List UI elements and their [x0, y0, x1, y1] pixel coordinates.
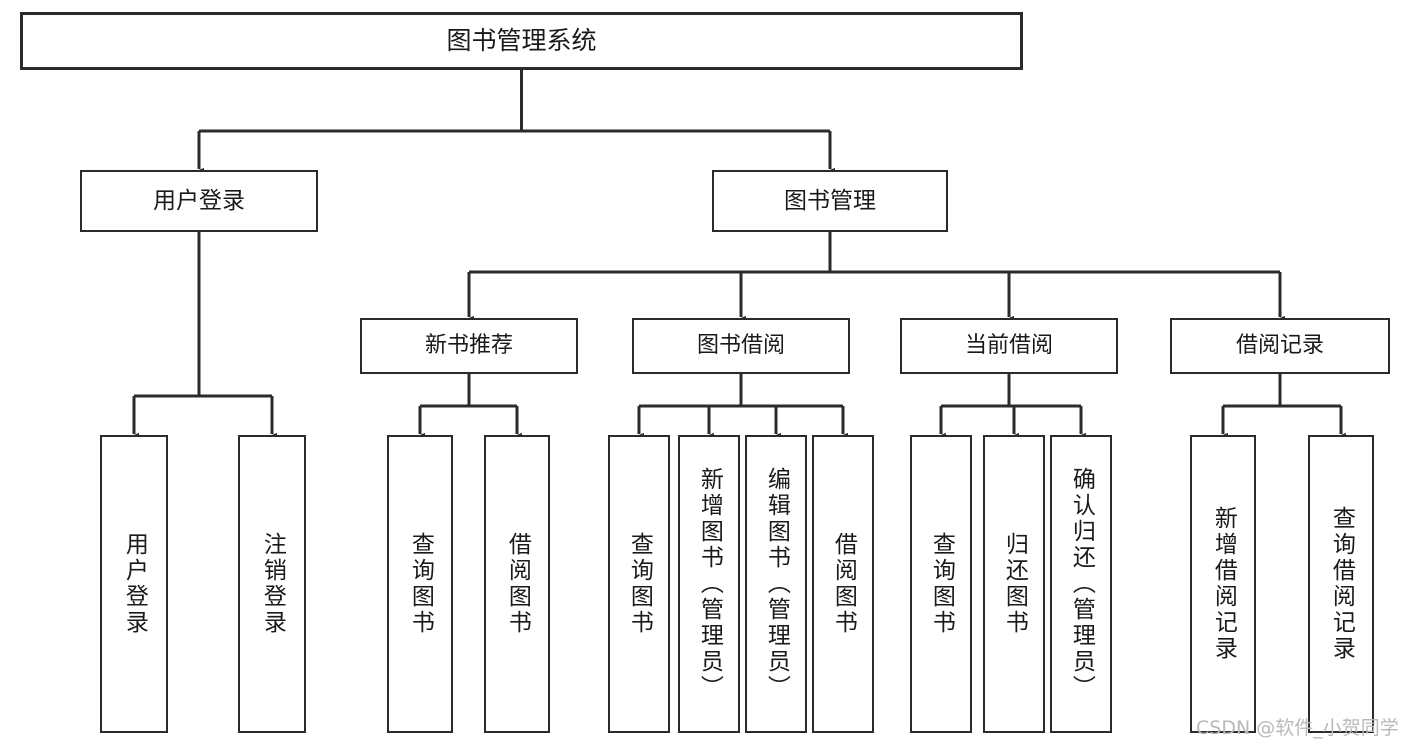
edge-layer [128, 70, 1347, 442]
node-leaf-add-record[interactable]: 新增借阅记录 [1190, 435, 1256, 733]
node-current-borrow[interactable]: 当前借阅 [900, 318, 1118, 374]
node-leaf-user-login[interactable]: 用户登录 [100, 435, 168, 733]
node-leaf-query-book-2[interactable]: 查询图书 [608, 435, 670, 733]
node-label-book-manage: 图书管理 [784, 187, 876, 214]
node-borrow-record[interactable]: 借阅记录 [1170, 318, 1390, 374]
node-leaf-return-book[interactable]: 归还图书 [983, 435, 1045, 733]
node-leaf-edit-book[interactable]: 编辑图书（管理员） [745, 435, 807, 733]
node-label-leaf-add-record: 新增借阅记录 [1210, 506, 1237, 662]
node-leaf-logout[interactable]: 注销登录 [238, 435, 306, 733]
node-label-leaf-edit-book: 编辑图书（管理员） [763, 467, 790, 701]
node-label-leaf-return-book: 归还图书 [1001, 532, 1028, 636]
node-label-leaf-add-book: 新增图书（管理员） [696, 467, 723, 701]
node-new-book-rec[interactable]: 新书推荐 [360, 318, 578, 374]
node-label-leaf-user-login: 用户登录 [121, 532, 148, 636]
node-label-leaf-query-book-2: 查询图书 [626, 532, 653, 636]
node-leaf-confirm-return[interactable]: 确认归还（管理员） [1050, 435, 1112, 733]
node-leaf-borrow-book-1[interactable]: 借阅图书 [484, 435, 550, 733]
node-label-leaf-logout: 注销登录 [259, 532, 286, 636]
node-leaf-query-record[interactable]: 查询借阅记录 [1308, 435, 1374, 733]
node-label-leaf-query-book-1: 查询图书 [407, 532, 434, 636]
node-book-manage[interactable]: 图书管理 [712, 170, 948, 232]
node-user-login[interactable]: 用户登录 [80, 170, 318, 232]
node-book-borrow[interactable]: 图书借阅 [632, 318, 850, 374]
node-label-book-borrow: 图书借阅 [696, 333, 785, 359]
node-label-leaf-borrow-book-2: 借阅图书 [830, 532, 857, 636]
node-label-borrow-record: 借阅记录 [1235, 333, 1324, 359]
node-label-leaf-query-record: 查询借阅记录 [1328, 506, 1355, 662]
node-label-new-book-rec: 新书推荐 [424, 333, 513, 359]
node-leaf-query-book-1[interactable]: 查询图书 [387, 435, 453, 733]
node-root[interactable]: 图书管理系统 [20, 12, 1023, 70]
node-label-leaf-confirm-return: 确认归还（管理员） [1068, 467, 1095, 701]
node-label-root: 图书管理系统 [446, 25, 597, 55]
node-label-current-borrow: 当前借阅 [964, 333, 1053, 359]
node-leaf-query-book-3[interactable]: 查询图书 [910, 435, 972, 733]
node-label-user-login: 用户登录 [153, 187, 245, 214]
node-leaf-add-book[interactable]: 新增图书（管理员） [678, 435, 740, 733]
node-label-leaf-query-book-3: 查询图书 [928, 532, 955, 636]
node-label-leaf-borrow-book-1: 借阅图书 [504, 532, 531, 636]
node-leaf-borrow-book-2[interactable]: 借阅图书 [812, 435, 874, 733]
csdn-watermark: CSDN @软件_小贺同学 [1196, 717, 1399, 739]
